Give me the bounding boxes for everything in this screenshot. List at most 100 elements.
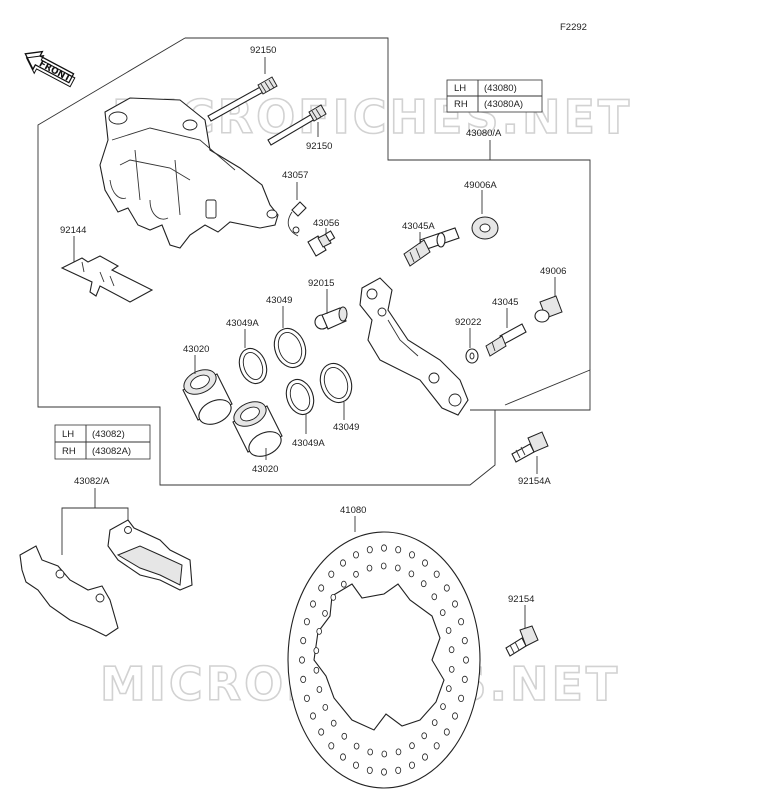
label-43082a: 43082/A bbox=[74, 476, 110, 487]
disc-vent-hole bbox=[431, 719, 438, 726]
disc-vent-hole bbox=[433, 742, 440, 750]
slide-pin-43045 bbox=[485, 323, 527, 357]
label-92022: 92022 bbox=[455, 317, 481, 328]
label-92154: 92154 bbox=[508, 594, 534, 605]
disc-vent-hole bbox=[409, 761, 415, 769]
label-49006a: 49006A bbox=[464, 180, 497, 191]
label-43057: 43057 bbox=[282, 170, 308, 181]
caliper-lh-side: LH bbox=[454, 83, 466, 94]
caliper-pin-lower bbox=[267, 104, 327, 146]
disc-vent-hole bbox=[433, 570, 440, 578]
disc-vent-hole bbox=[340, 559, 346, 567]
pad-lh-side: LH bbox=[62, 429, 74, 440]
pad-rh-part: (43082A) bbox=[92, 446, 131, 457]
disc-vent-hole bbox=[310, 712, 316, 720]
disc-vent-hole bbox=[303, 618, 310, 626]
disc-vent-hole bbox=[422, 559, 428, 567]
disc-vent-hole bbox=[300, 675, 307, 684]
disc-vent-hole bbox=[330, 594, 337, 601]
seal-43049-top bbox=[273, 327, 307, 369]
bushing-49006 bbox=[534, 295, 563, 323]
disc-vent-hole bbox=[353, 551, 359, 559]
disc-vent-hole bbox=[448, 666, 455, 673]
disc-vent-hole bbox=[439, 609, 446, 616]
disc-vent-hole bbox=[381, 544, 387, 552]
disc-vent-hole bbox=[452, 712, 458, 720]
disc-vent-hole bbox=[330, 719, 337, 727]
disc-vent-hole bbox=[445, 685, 452, 692]
disc-vent-hole bbox=[381, 750, 388, 758]
disc-vent-hole bbox=[445, 627, 452, 634]
front-arrow-icon: FRONT bbox=[24, 50, 76, 88]
label-43049a-bottom: 43049A bbox=[292, 438, 325, 449]
disc-vent-hole bbox=[318, 728, 325, 736]
disc-vent-hole bbox=[409, 551, 415, 559]
disc-vent-hole bbox=[448, 646, 455, 654]
label-41080: 41080 bbox=[340, 505, 366, 516]
caliper-body bbox=[99, 97, 279, 249]
disc-vent-hole bbox=[353, 742, 360, 750]
disc-vent-hole bbox=[463, 656, 469, 664]
seal-43049-bottom bbox=[319, 362, 353, 404]
label-92150-lower: 92150 bbox=[306, 141, 332, 152]
label-43020-bottom: 43020 bbox=[252, 464, 278, 475]
label-92015: 92015 bbox=[308, 278, 334, 289]
label-caliper-assy: 43080/A bbox=[466, 128, 502, 139]
disc-vent-hole bbox=[409, 742, 415, 750]
disc-vent-hole bbox=[422, 753, 428, 761]
bolt-92154 bbox=[505, 625, 539, 657]
label-49006: 49006 bbox=[540, 266, 566, 277]
disc-vent-hole bbox=[440, 703, 446, 710]
disc-vent-hole bbox=[394, 564, 401, 572]
brake-pad-back bbox=[107, 519, 193, 591]
disc-vent-hole bbox=[366, 564, 373, 572]
disc-vent-hole bbox=[461, 636, 468, 645]
caliper-lh-part: (43080) bbox=[484, 83, 517, 94]
brake-disc bbox=[287, 531, 481, 789]
disc-vent-hole bbox=[316, 628, 323, 635]
label-92154a: 92154A bbox=[518, 476, 551, 487]
disc-vent-hole bbox=[316, 686, 323, 693]
disc-vent-hole bbox=[353, 761, 359, 769]
disc-vent-hole bbox=[443, 728, 450, 736]
bleeder-cap bbox=[287, 201, 307, 237]
disc-vent-hole bbox=[353, 570, 359, 578]
disc-vent-hole bbox=[395, 546, 402, 554]
piston-43020-bottom bbox=[232, 401, 283, 457]
disc-vent-hole bbox=[420, 580, 427, 588]
disc-vent-hole bbox=[421, 732, 428, 740]
label-92144: 92144 bbox=[60, 225, 86, 236]
disc-vent-hole bbox=[408, 570, 415, 578]
label-43056: 43056 bbox=[313, 218, 339, 229]
caliper-group-outline bbox=[37, 37, 591, 486]
disc-vent-hole bbox=[328, 742, 335, 750]
disc-vent-hole bbox=[340, 753, 346, 761]
disc-vent-hole bbox=[381, 768, 387, 776]
piston-43020-top bbox=[182, 369, 233, 425]
caliper-variant-table: LH (43080) RH (43080A) bbox=[446, 79, 543, 113]
caliper-rh-side: RH bbox=[454, 99, 468, 110]
disc-vent-hole bbox=[313, 647, 320, 654]
washer-92022 bbox=[465, 348, 479, 364]
sleeve-92015 bbox=[314, 306, 348, 330]
caliper-pin-upper bbox=[207, 76, 278, 122]
label-43049-bottom: 43049 bbox=[333, 422, 359, 433]
disc-vent-hole bbox=[313, 666, 320, 674]
disc-vent-hole bbox=[431, 593, 438, 601]
bleeder-valve bbox=[307, 230, 336, 257]
slide-pin-43045a bbox=[403, 227, 460, 267]
disc-vent-hole bbox=[328, 570, 335, 578]
caliper-bracket bbox=[359, 277, 469, 416]
disc-vent-hole bbox=[299, 656, 305, 664]
pad-variant-table: LH (43082) RH (43082A) bbox=[54, 424, 151, 460]
pad-spring bbox=[60, 255, 154, 303]
label-43049-top: 43049 bbox=[266, 295, 292, 306]
disc-vent-hole bbox=[458, 618, 465, 626]
disc-vent-hole bbox=[452, 600, 458, 608]
disc-vent-hole bbox=[310, 600, 316, 608]
disc-vent-hole bbox=[322, 610, 328, 617]
disc-vent-hole bbox=[443, 584, 450, 592]
label-92150-top: 92150 bbox=[250, 45, 276, 56]
disc-vent-hole bbox=[318, 584, 325, 592]
